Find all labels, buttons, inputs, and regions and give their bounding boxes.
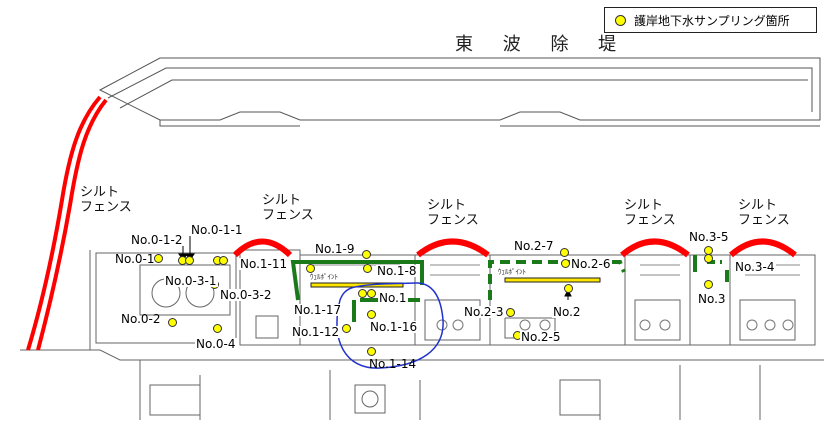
sampling-point-label: No.1-9 bbox=[315, 242, 355, 256]
silt-fence-arcs bbox=[232, 238, 797, 258]
sampling-point-label: No.2-5 bbox=[520, 330, 562, 344]
sampling-point-marker bbox=[564, 284, 573, 293]
wellpoint-label: ｳｪﾙﾎﾟｲﾝﾄ bbox=[498, 268, 526, 276]
wellpoint-label: ｳｪﾙﾎﾟｲﾝﾄ bbox=[310, 273, 338, 281]
sampling-point-label: No.1-16 bbox=[369, 320, 419, 334]
sampling-point-label: No.2 bbox=[552, 305, 582, 319]
sampling-point-marker bbox=[306, 264, 315, 273]
breakwater-title: 東 波 除 堤 bbox=[455, 34, 629, 55]
sampling-point-marker bbox=[213, 324, 222, 333]
sampling-point-marker bbox=[367, 289, 376, 298]
sampling-point-label: No.0-1-2 bbox=[131, 233, 183, 247]
sampling-point-marker bbox=[185, 256, 194, 265]
sampling-point-marker bbox=[342, 324, 351, 333]
sampling-point-marker bbox=[363, 264, 372, 273]
sampling-point-marker bbox=[362, 250, 371, 259]
sampling-point-marker bbox=[561, 259, 570, 268]
sampling-point-label: No.0-2 bbox=[121, 312, 161, 326]
silt-fence-label: シルト フェンス bbox=[427, 198, 479, 228]
sampling-point-label: No.1-11 bbox=[239, 257, 289, 271]
silt-fence-label: シルト フェンス bbox=[80, 185, 132, 215]
pier-line-2 bbox=[488, 260, 626, 300]
silt-fence-label: シルト フェンス bbox=[738, 198, 790, 228]
blue-area-outline bbox=[336, 282, 444, 369]
sampling-point-marker bbox=[168, 318, 177, 327]
sampling-point-marker bbox=[560, 248, 569, 257]
sampling-point-label: No.2-3 bbox=[463, 305, 505, 319]
sampling-point-marker bbox=[219, 256, 228, 265]
sampling-point-marker bbox=[367, 310, 376, 319]
sampling-point-label: No.0-1-1 bbox=[191, 223, 243, 237]
silt-fence-label: シルト フェンス bbox=[262, 193, 314, 223]
sampling-point-label: No.2-7 bbox=[514, 239, 554, 253]
sampling-point-marker bbox=[367, 347, 376, 356]
legend: 護岸地下水サンプリング箇所 bbox=[604, 7, 817, 33]
sampling-point-label: No.2-6 bbox=[570, 257, 612, 271]
sampling-point-marker bbox=[358, 289, 367, 298]
sampling-point-label: No.1-17 bbox=[293, 303, 343, 317]
silt-fence-label: シルト フェンス bbox=[624, 198, 676, 228]
sampling-point-marker bbox=[704, 254, 713, 263]
sampling-point-label: No.0-3-1 bbox=[164, 274, 218, 288]
sampling-point-marker bbox=[506, 308, 515, 317]
sampling-point-label: No.0-1 bbox=[115, 252, 155, 266]
silt-fence-left bbox=[26, 95, 108, 351]
sampling-point-label: No.3 bbox=[697, 292, 727, 306]
legend-marker bbox=[615, 14, 626, 26]
sampling-point-label: No.3-4 bbox=[734, 260, 776, 274]
sampling-point-label: No.1 bbox=[378, 291, 408, 305]
wellpoint-bars bbox=[310, 277, 601, 288]
sampling-point-marker bbox=[704, 280, 713, 289]
sampling-point-marker bbox=[154, 254, 163, 263]
sampling-point-label: No.0-3-2 bbox=[219, 288, 273, 302]
sampling-point-label: No.0-4 bbox=[195, 337, 237, 351]
sampling-point-label: No.3-5 bbox=[689, 230, 729, 244]
sampling-point-label: No.1-12 bbox=[291, 325, 341, 339]
sampling-point-label: No.1-14 bbox=[369, 357, 417, 371]
legend-label: 護岸地下水サンプリング箇所 bbox=[634, 13, 790, 28]
sampling-point-label: No.1-8 bbox=[376, 264, 418, 278]
